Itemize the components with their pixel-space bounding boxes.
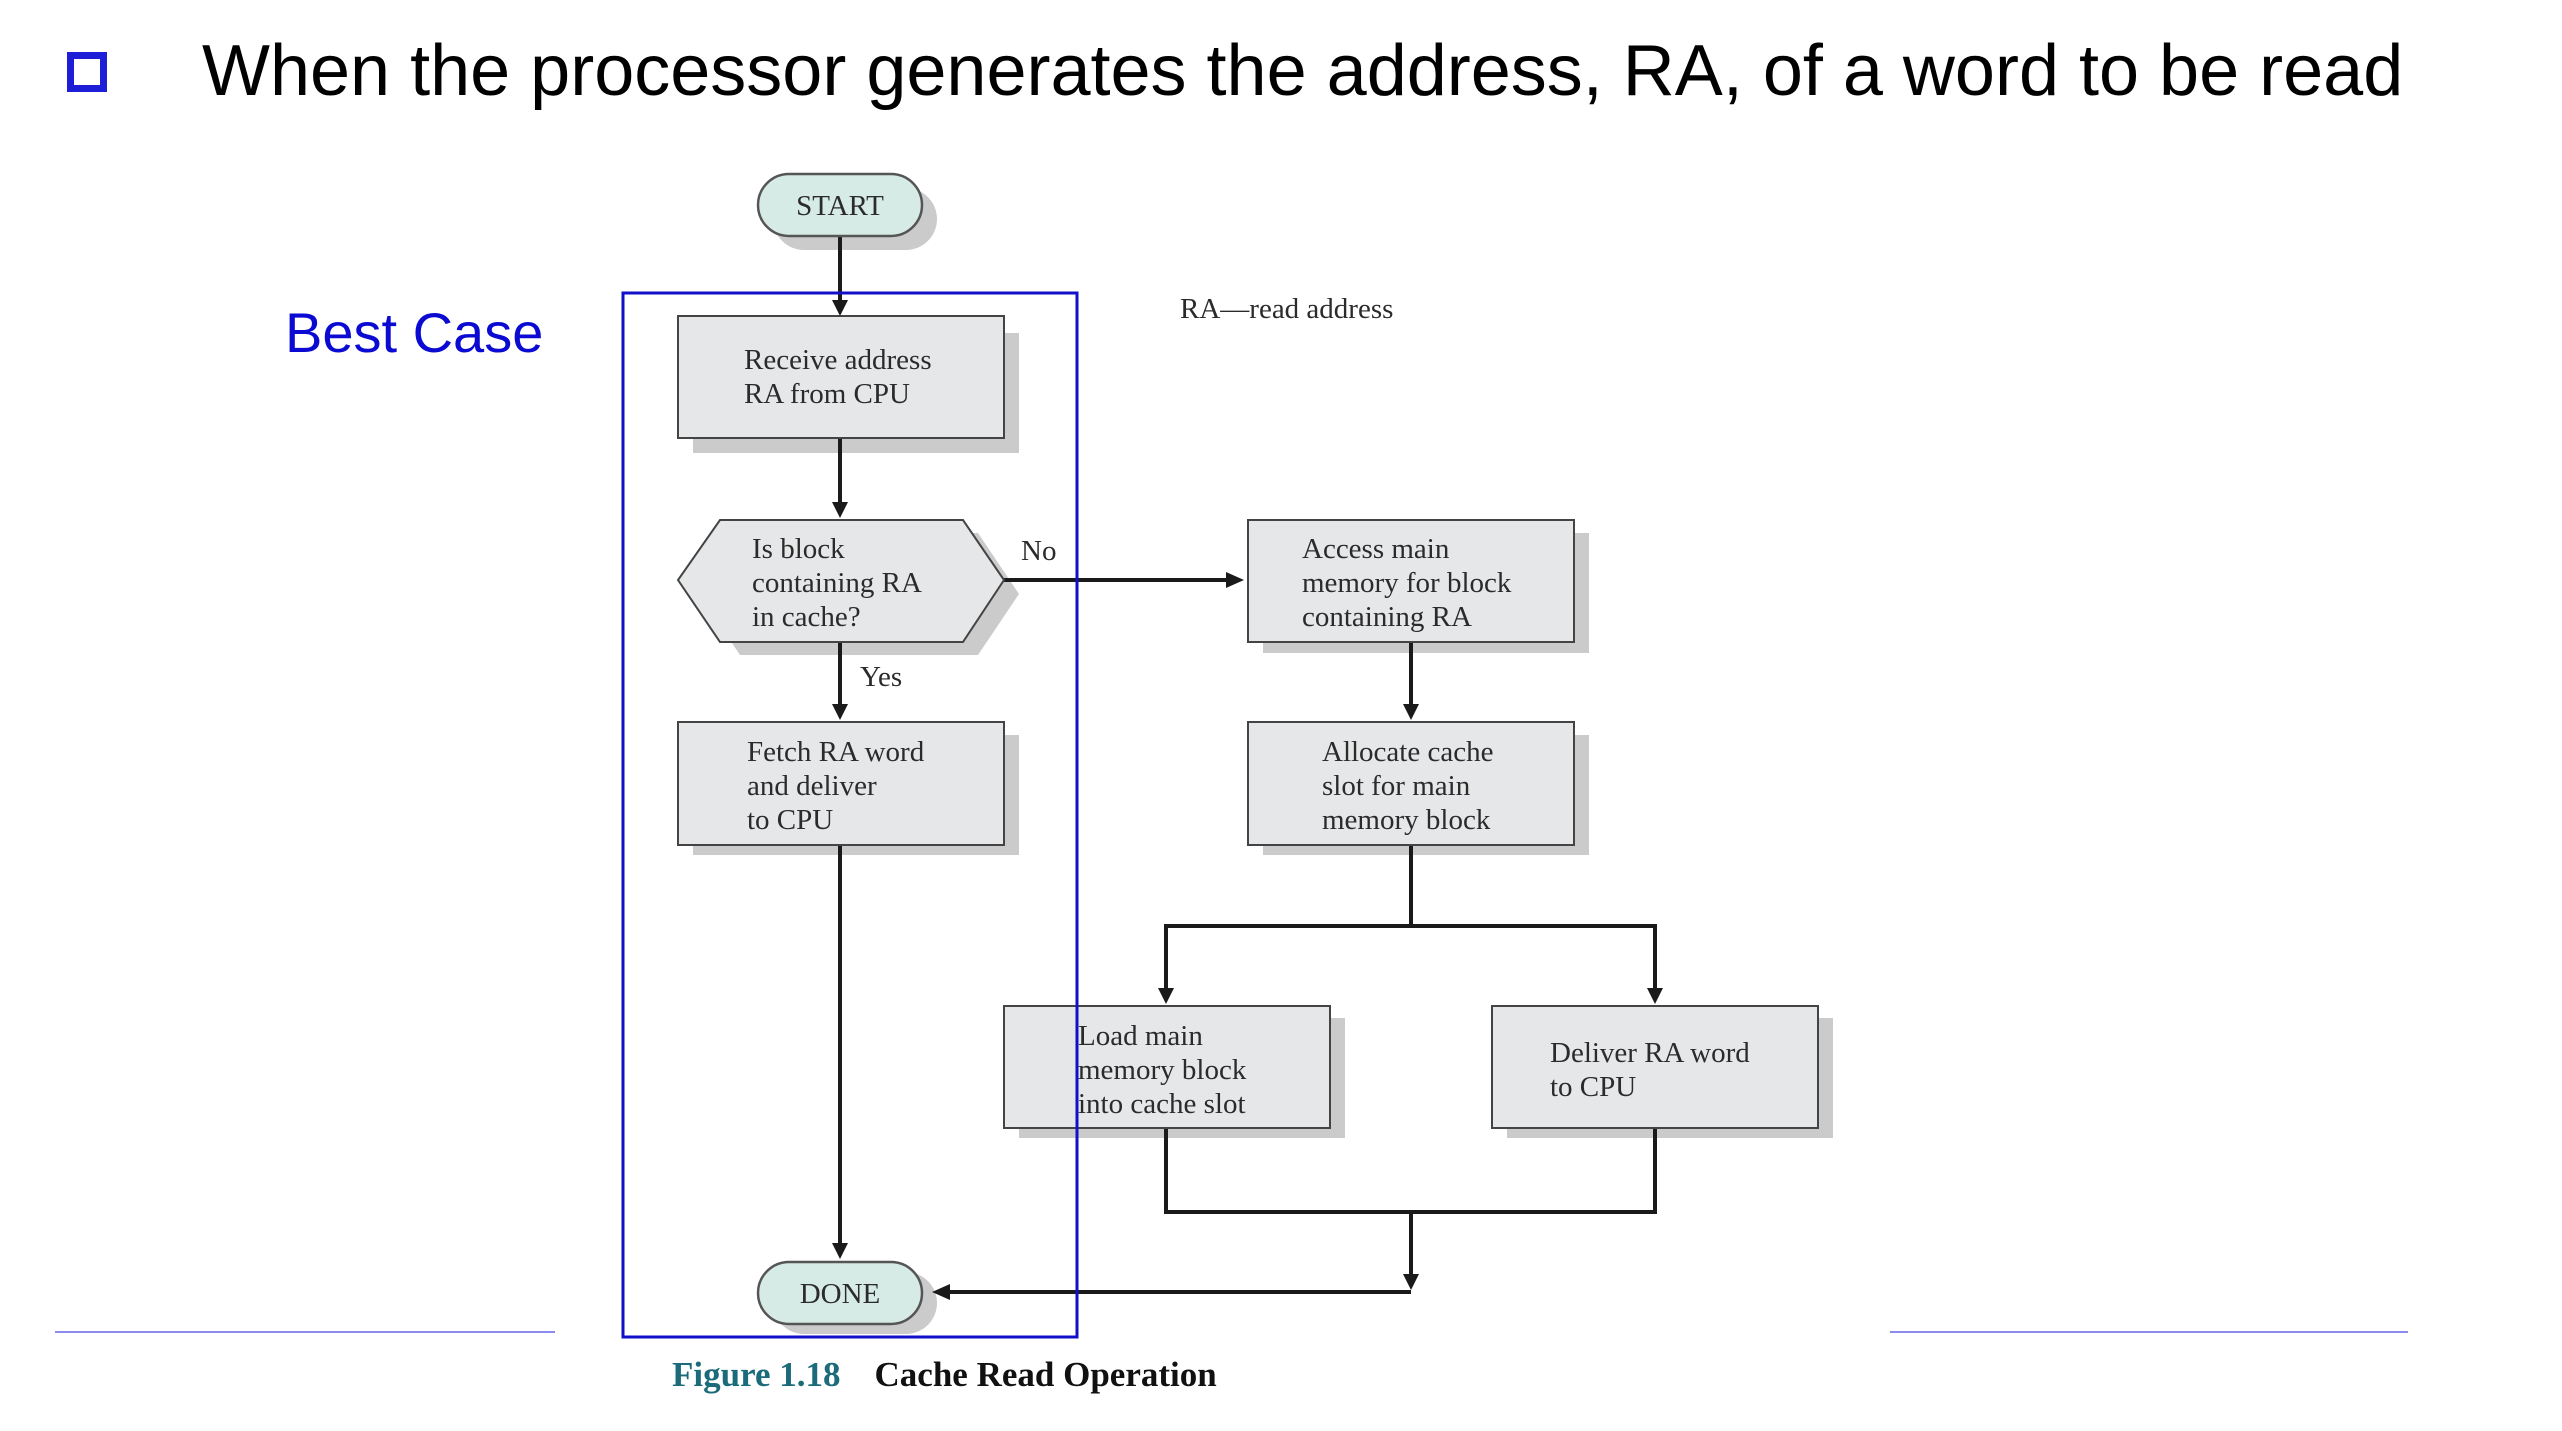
done-label: DONE — [800, 1278, 881, 1310]
decision-line-1: Is block — [752, 533, 845, 565]
receive-line-2: RA from CPU — [744, 378, 910, 410]
fetch-line-2: and deliver — [747, 770, 877, 802]
load-line-3: into cache slot — [1078, 1088, 1246, 1120]
access-line-3: containing RA — [1302, 601, 1472, 633]
allocate-box — [1247, 721, 1575, 846]
deliver-line-2: to CPU — [1550, 1071, 1636, 1103]
arrowhead-fetch — [832, 704, 848, 720]
figure-caption: Figure 1.18 Cache Read Operation — [672, 1355, 1217, 1395]
allocate-line-1: Allocate cache — [1322, 736, 1493, 768]
branch-yes-label: Yes — [860, 661, 902, 693]
receive-line-1: Receive address — [744, 344, 932, 376]
figure-number: Figure 1.18 — [672, 1355, 841, 1394]
load-line-1: Load main — [1078, 1020, 1203, 1052]
load-box — [1003, 1005, 1331, 1129]
figure-title: Cache Read Operation — [874, 1355, 1217, 1394]
allocate-line-2: slot for main — [1322, 770, 1471, 802]
arrowhead-done-top — [832, 1243, 848, 1259]
line-merge — [1164, 1128, 1657, 1214]
deliver-line-1: Deliver RA word — [1550, 1037, 1750, 1069]
receive-box — [677, 315, 1005, 439]
arrowhead-deliver — [1647, 988, 1663, 1004]
fetch-box — [677, 721, 1005, 846]
slide-title: When the processor generates the address… — [202, 31, 2404, 111]
best-case-highlight — [621, 291, 1079, 1339]
arrowhead-merge — [1403, 1274, 1419, 1290]
line-split — [1164, 924, 1657, 988]
access-line-1: Access main — [1302, 533, 1450, 565]
start-label: START — [796, 190, 884, 222]
arrowhead-done-side — [932, 1284, 950, 1300]
arrowhead-access — [1226, 572, 1244, 588]
rule-right — [1890, 1331, 2408, 1333]
arrowhead-decision — [832, 502, 848, 518]
bullet-square-icon — [67, 52, 107, 92]
done-terminal — [756, 1260, 924, 1326]
arrowhead-load — [1158, 988, 1174, 1004]
branch-no-label: No — [1021, 535, 1056, 567]
ra-legend: RA—read address — [1180, 293, 1393, 325]
start-terminal — [756, 172, 924, 238]
access-box — [1247, 519, 1575, 643]
rule-left — [55, 1331, 555, 1333]
deliver-box — [1491, 1005, 1819, 1129]
best-case-label: Best Case — [285, 301, 544, 364]
access-line-2: memory for block — [1302, 567, 1512, 599]
decision-line-3: in cache? — [752, 601, 861, 633]
fetch-line-3: to CPU — [747, 804, 833, 836]
decision-line-2: containing RA — [752, 567, 922, 599]
arrowhead-allocate — [1403, 704, 1419, 720]
fetch-line-1: Fetch RA word — [747, 736, 925, 768]
decision-hexagon — [676, 519, 1006, 643]
arrowhead-receive — [832, 300, 848, 316]
allocate-line-3: memory block — [1322, 804, 1491, 836]
load-line-2: memory block — [1078, 1054, 1247, 1086]
